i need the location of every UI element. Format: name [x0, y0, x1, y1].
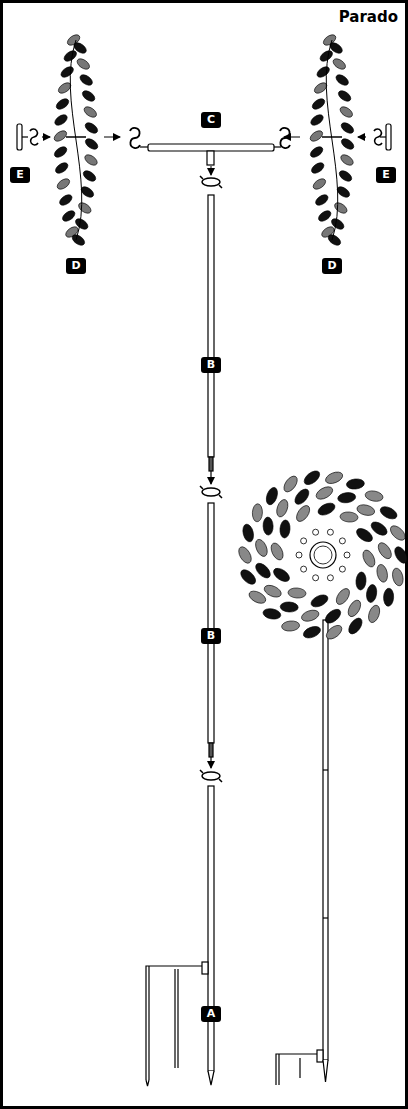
- callout-letter: B: [201, 357, 221, 373]
- callout-letter: A: [201, 1006, 221, 1022]
- rod: [208, 195, 214, 484]
- callout-letter: E: [10, 167, 30, 183]
- pinwheel-side: [52, 33, 99, 248]
- end-cap: [358, 124, 391, 150]
- assembled-view: [276, 620, 328, 1085]
- t-piece: [130, 128, 290, 165]
- callout-letter: C: [201, 112, 221, 128]
- pinwheel-side: [308, 33, 355, 248]
- callout-letter: B: [201, 628, 221, 644]
- ground-stake: [146, 786, 214, 1086]
- end-cap: [17, 124, 50, 150]
- pinwheel-front: [236, 468, 408, 641]
- callout-letter: D: [322, 258, 342, 274]
- rotate-symbol: [200, 176, 222, 782]
- callout-letter: E: [376, 167, 396, 183]
- title: Parado: [339, 8, 398, 26]
- callout-letter: D: [66, 258, 86, 274]
